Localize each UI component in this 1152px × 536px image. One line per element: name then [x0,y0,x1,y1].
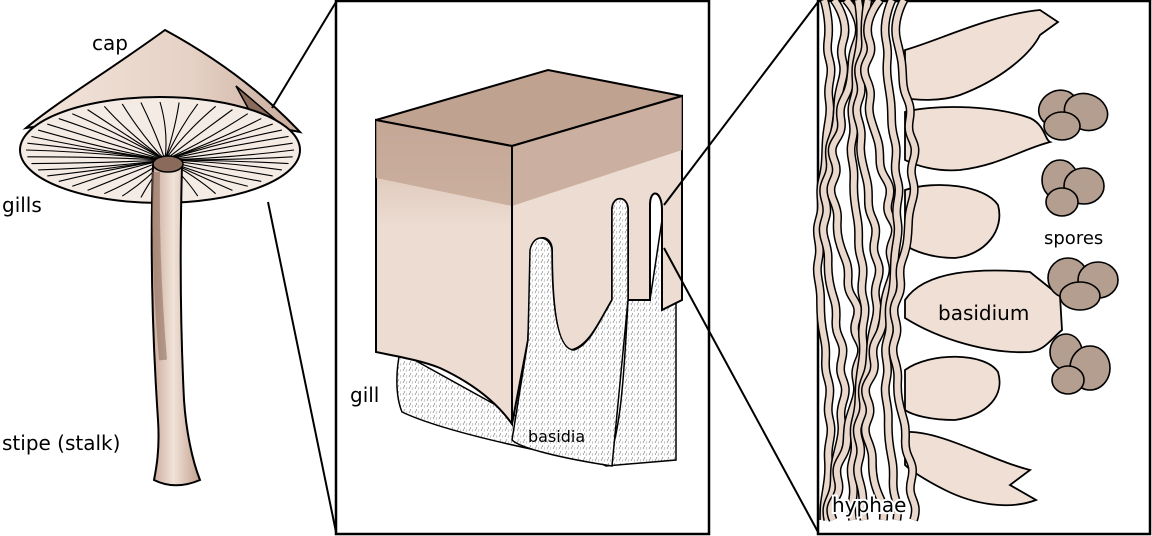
label-hyphae: hyphae [832,493,906,517]
label-stipe: stipe (stalk) [2,431,120,455]
gill-line [140,102,166,161]
gill-line [164,109,233,161]
zoom-line-top-2 [663,1,819,206]
basidium-shape [904,9,1060,101]
gill-block [375,68,683,467]
basidium-shape [904,106,1053,172]
gill-line [164,102,180,161]
spore-cluster-4 [1049,333,1111,395]
basidium-shape [904,184,1001,259]
gill-line [58,118,166,161]
gill-line [159,101,167,161]
zoom-line-bottom-1 [267,201,337,533]
zoom-line-top-1 [271,1,337,109]
hypha-strand-fill [827,0,865,522]
mushroom-figure [19,28,303,487]
gill-line [31,159,166,165]
hypha-strand-fill [890,0,919,521]
spore-cluster-3 [1047,257,1119,311]
hypha-strand-fill [820,0,849,521]
hypha-strand-fill [882,0,902,521]
hypha-strand-fill [853,0,883,521]
hypha-strand-fill [814,0,834,521]
basidium-shape [904,355,1001,421]
basidium-shape [904,431,1039,507]
hyphae-bundle [812,0,920,522]
gill-line [27,156,166,161]
gill-line [164,129,283,161]
stipe-shadow [151,171,167,361]
label-basidia: basidia [528,427,585,446]
block-front-band [376,120,512,206]
spore-cluster-2 [1041,159,1105,217]
stipe-top [152,155,184,173]
spore-cluster-1 [1037,89,1109,141]
gill-line [72,113,166,161]
gill-line [47,123,166,161]
label-gills: gills [2,193,42,217]
basidium-shape [904,269,1063,354]
label-basidium: basidium [938,301,1029,325]
basidium-detail [812,0,1119,522]
gill-line [103,105,166,161]
zoom-line-bottom-2 [663,247,819,533]
gill-line [37,129,166,161]
gill-line [164,105,217,161]
gill-line [164,103,199,161]
gill-line [121,103,166,161]
gill-line [31,135,166,161]
block-right-band [512,96,682,206]
mushroom-stipe [150,158,202,487]
label-spores: spores [1044,228,1103,249]
basidia-layer-front [511,198,629,467]
label-cap: cap [92,31,128,55]
gill-line [87,109,166,161]
label-gill: gill [350,383,379,407]
gill-line [38,159,166,171]
